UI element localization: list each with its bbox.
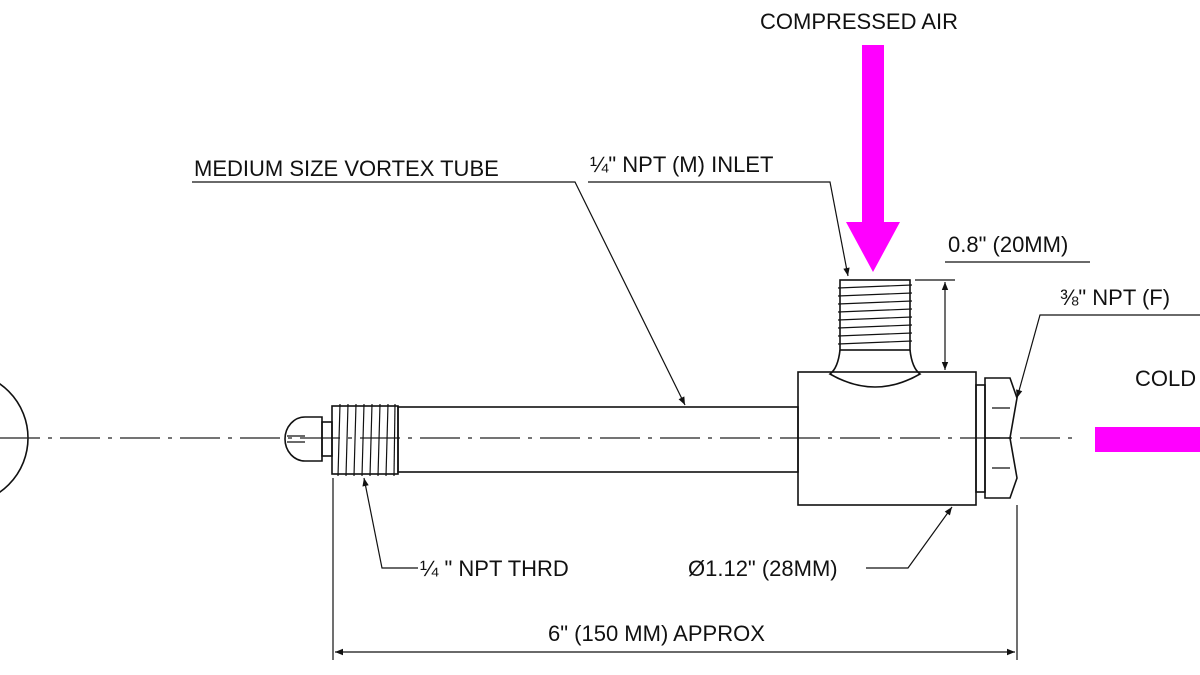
inlet-label: ¼" NPT (M) INLET [590,152,773,177]
diameter-leader [866,506,953,569]
tube-body [397,406,799,473]
thread-label: ¼ " NPT THRD [420,556,569,581]
length-label: 6" (150 MM) APPROX [548,621,765,646]
hot-end-thread [331,403,399,477]
tube-label: MEDIUM SIZE VORTEX TUBE [194,156,499,181]
diameter-label: Ø1.12" (28MM) [688,556,838,581]
compressed-air-label: COMPRESSED AIR [760,9,958,34]
cold-end-nut [975,377,1018,499]
cold-port-label: ⅜" NPT (F) [1060,285,1170,310]
tube-leader [192,181,686,406]
thread-leader [362,477,418,569]
cold-label: COLD [1135,366,1196,391]
compressed-air-arrow [846,45,900,272]
cold-port-leader [1016,314,1200,399]
inlet-leader [588,181,850,277]
inlet-fitting [828,279,922,388]
cold-air-arrow [1095,427,1200,452]
inlet-height-label: 0.8" (20MM) [948,232,1068,257]
hot-end-valve [284,416,333,462]
